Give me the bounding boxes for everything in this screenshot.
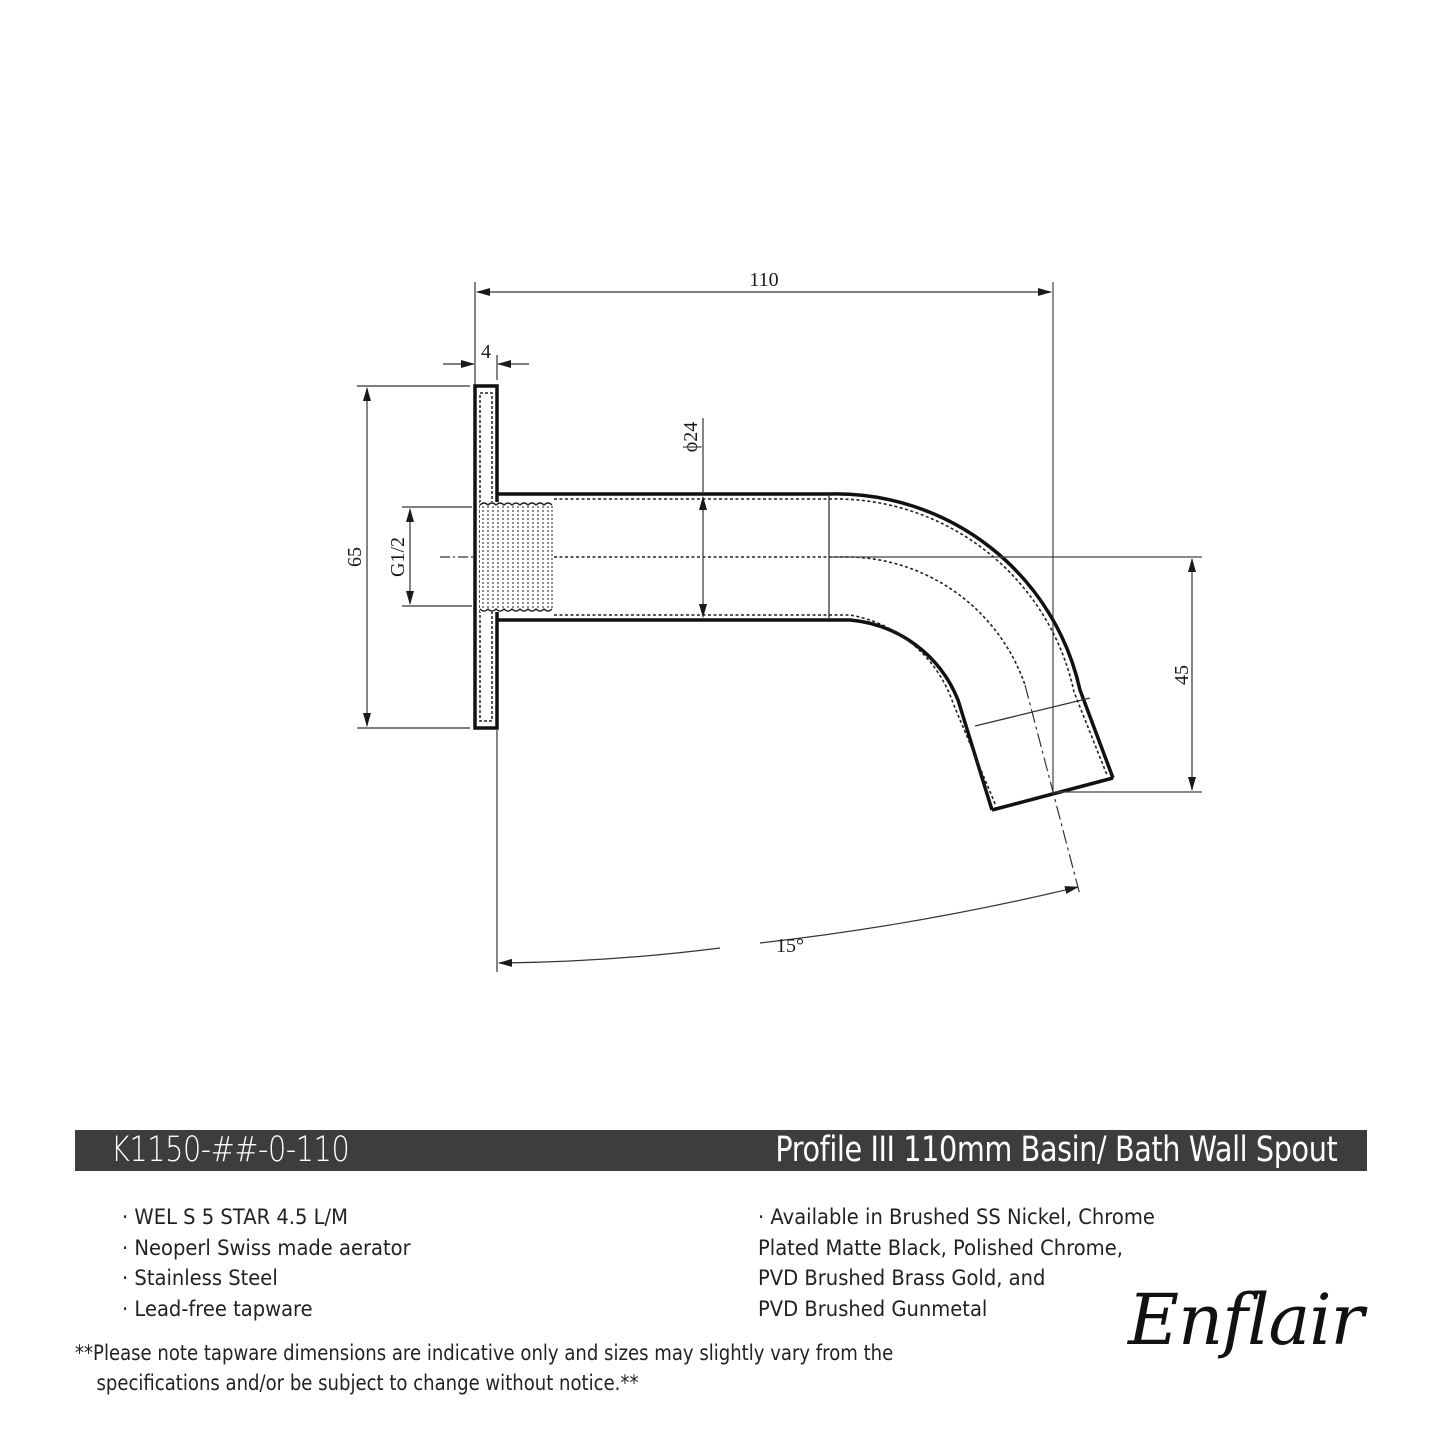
product-title: Profile III 110mm Basin/ Bath Wall Spout <box>775 1130 1337 1170</box>
dim-pipe-diameter: ϕ24 <box>680 418 707 618</box>
brand-logo: Enflair <box>1128 1279 1364 1361</box>
svg-text:65: 65 <box>344 547 366 567</box>
svg-text:ϕ24: ϕ24 <box>680 422 702 453</box>
feature-item: · WEL S 5 STAR 4.5 L/M <box>122 1205 348 1229</box>
dim-backplate-height: 65 <box>344 385 470 729</box>
finish-text: PVD Brushed Gunmetal <box>758 1296 988 1321</box>
dim-drop-height: 45 <box>830 556 1202 793</box>
dim-backplate-thickness: 4 <box>443 341 529 380</box>
svg-text:15°: 15° <box>776 935 804 957</box>
spout-body <box>440 492 1115 896</box>
feature-list-left: · WEL S 5 STAR 4.5 L/M · Neoperl Swiss m… <box>122 1202 411 1324</box>
disclaimer: **Please note tapware dimensions are ind… <box>75 1338 893 1398</box>
feature-list-finishes: · Available in Brushed SS Nickel, Chrome… <box>758 1202 1155 1324</box>
threaded-section <box>479 502 554 612</box>
model-code: K1150-##-0-110 <box>111 1130 350 1170</box>
finish-text: Plated Matte Black, Polished Chrome, <box>758 1235 1123 1260</box>
disclaimer-line-2: specifications and/or be subject to chan… <box>96 1371 639 1395</box>
disclaimer-line-1: **Please note tapware dimensions are ind… <box>75 1341 894 1365</box>
title-bar: K1150-##-0-110 Profile III 110mm Basin/ … <box>75 1130 1367 1171</box>
dim-thread: G1/2 <box>387 506 472 607</box>
dim-angle: 15° <box>496 730 1079 972</box>
feature-item: · Neoperl Swiss made aerator <box>122 1235 411 1260</box>
dim-overall-length: 110 <box>474 269 1054 795</box>
svg-text:4: 4 <box>481 341 491 363</box>
finish-text: · Available in Brushed SS Nickel, Chrome <box>758 1205 1155 1229</box>
feature-item: · Lead-free tapware <box>122 1296 313 1321</box>
finish-text: PVD Brushed Brass Gold, and <box>758 1266 1046 1290</box>
svg-text:110: 110 <box>749 269 778 291</box>
svg-text:G1/2: G1/2 <box>387 537 409 577</box>
technical-drawing: 110 4 65 G1/2 <box>344 269 1202 972</box>
svg-text:45: 45 <box>1171 665 1193 685</box>
feature-item: · Stainless Steel <box>122 1266 278 1290</box>
